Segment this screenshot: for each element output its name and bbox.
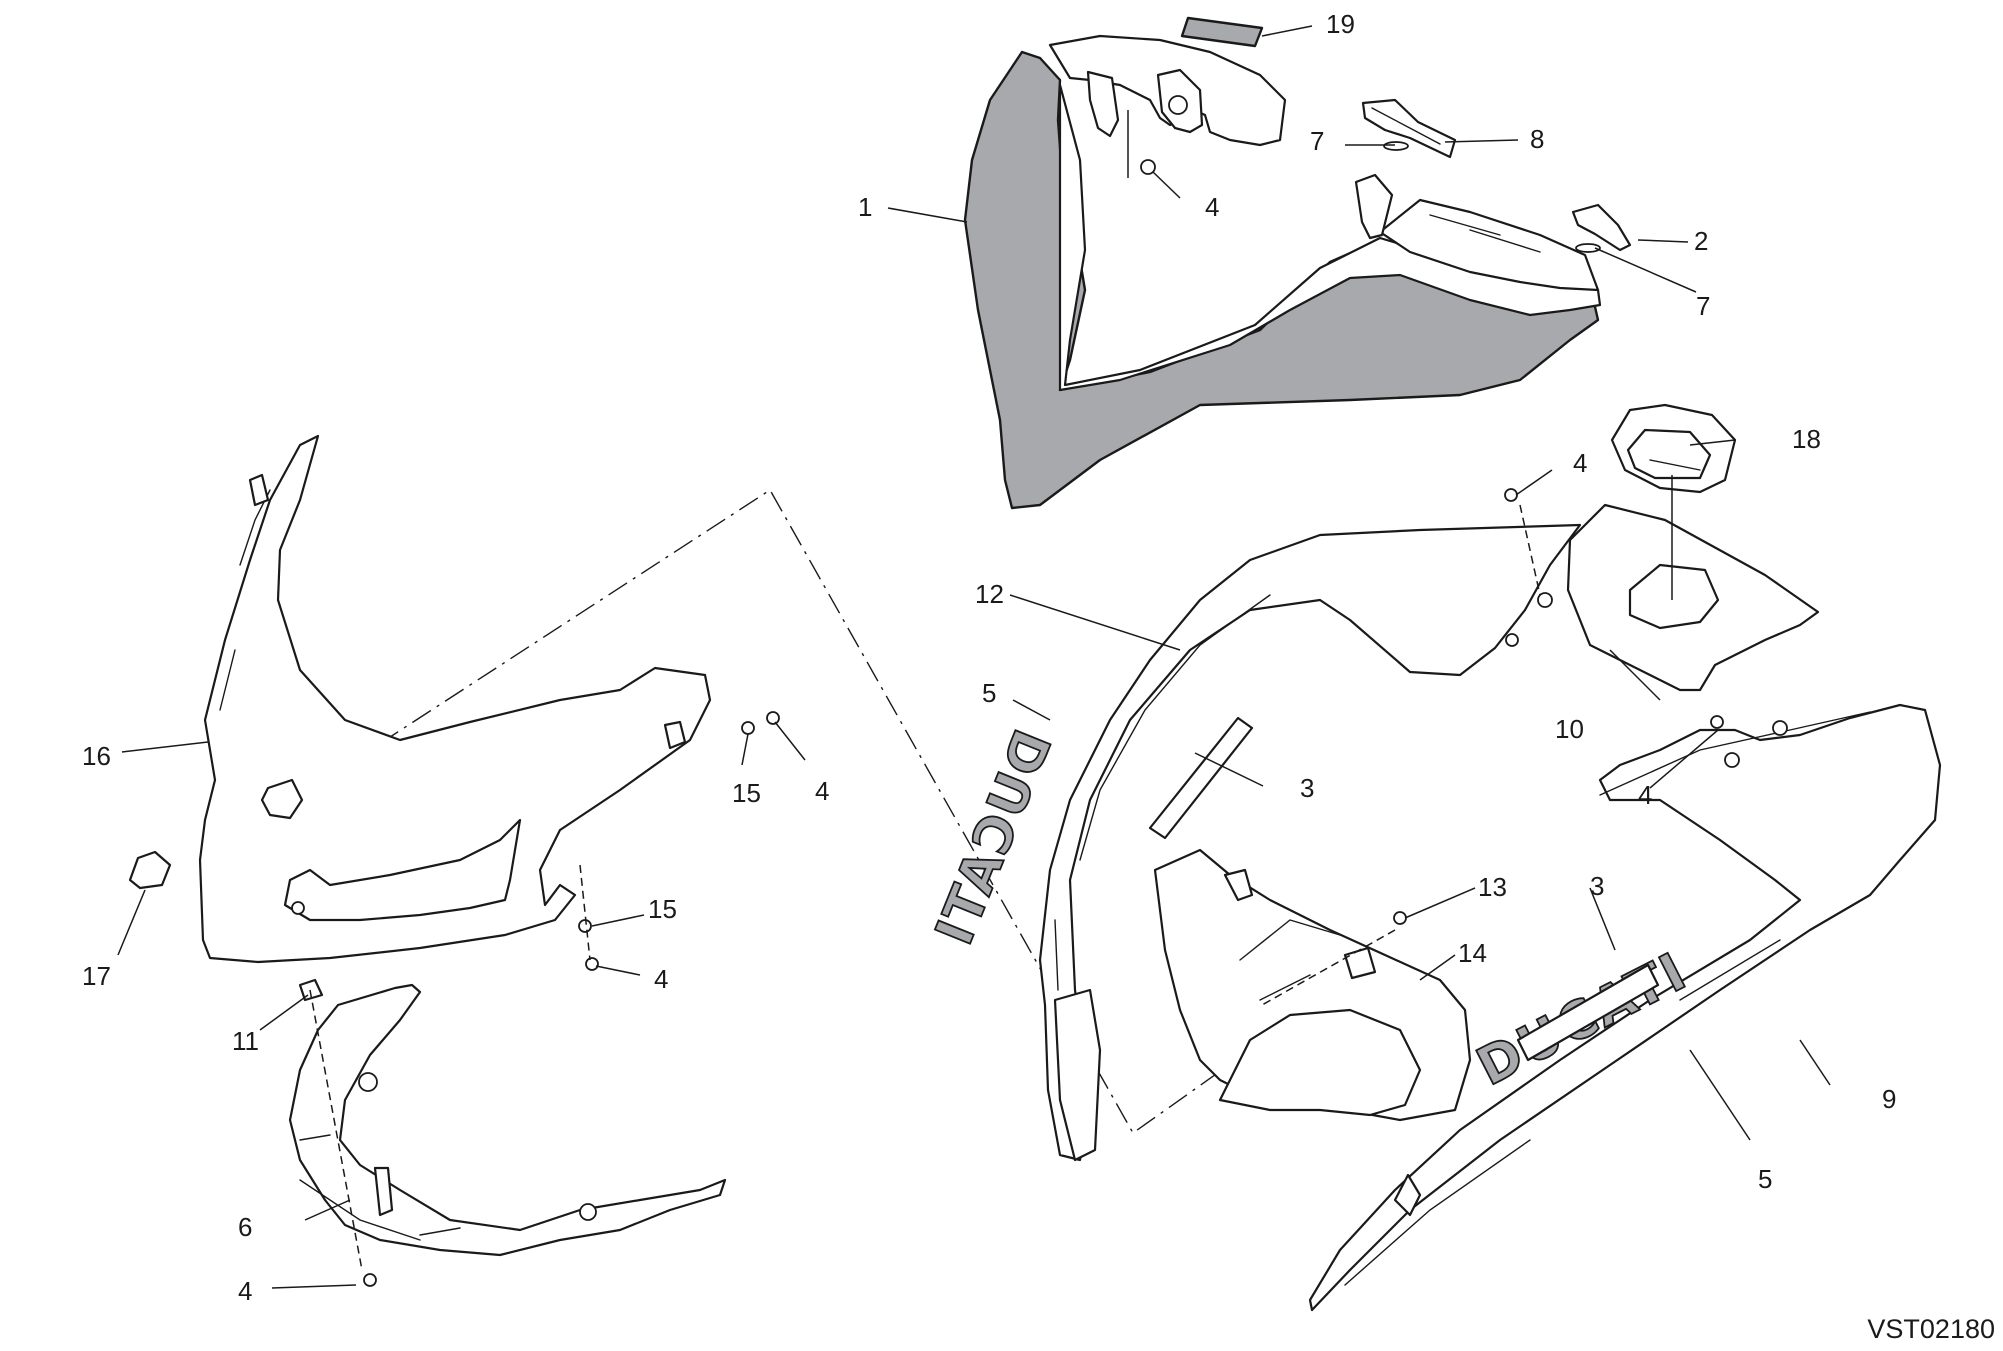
callout-2: 2: [1694, 226, 1708, 256]
screw-4-icon: [363, 1273, 377, 1287]
part-16-left-fairing: [198, 434, 712, 964]
callout-4: 4: [815, 776, 829, 806]
callout-4: 4: [238, 1276, 252, 1306]
assembly-dashdot-line: [346, 489, 1371, 1135]
washer-15-icon: [578, 919, 592, 933]
callout-labels: 1 2 3 3 4 4 4 4 4 4 5 5 6 7 7 8 9 10 11 …: [82, 9, 1896, 1306]
callout-8: 8: [1530, 124, 1544, 154]
callout-15: 15: [648, 894, 677, 924]
callout-9: 9: [1882, 1084, 1896, 1114]
part-7-pin: [1383, 141, 1409, 151]
part-11-clip: [298, 978, 324, 1002]
part-3-strip: [1516, 963, 1660, 1062]
screw-4-icon: [766, 711, 780, 725]
screw-4-icon: [1504, 488, 1518, 502]
callout-3: 3: [1300, 773, 1314, 803]
part-12-side-fairing: [1038, 523, 1582, 1162]
callout-4: 4: [1573, 448, 1587, 478]
part-18-vent-cap: [1610, 403, 1737, 494]
screw-4-icon: [1710, 715, 1724, 729]
callout-4: 4: [1638, 780, 1652, 810]
part-10-panel: [1566, 503, 1820, 692]
callout-1: 1: [858, 192, 872, 222]
callout-19: 19: [1326, 9, 1355, 39]
callout-5: 5: [1758, 1164, 1772, 1194]
drawing-code: VST02180: [1867, 1314, 1995, 1344]
screw-4-icon: [1140, 159, 1156, 175]
callout-5: 5: [982, 678, 996, 708]
part-14-inner-duct: [1153, 848, 1472, 1122]
callout-6: 6: [238, 1212, 252, 1242]
callout-17: 17: [82, 961, 111, 991]
callout-14: 14: [1458, 938, 1487, 968]
callout-4: 4: [654, 964, 668, 994]
callout-15: 15: [732, 778, 761, 808]
callout-7: 7: [1696, 291, 1710, 321]
part-2-clip: [1571, 203, 1632, 252]
leader-lines: [117, 25, 1831, 1289]
part-19-decal: [1180, 16, 1264, 48]
part-8-clip: [1361, 98, 1457, 159]
callout-13: 13: [1478, 872, 1507, 902]
callout-3: 3: [1590, 871, 1604, 901]
part-3-strip: [1148, 716, 1254, 840]
part-9-lower-side-panel: [1308, 703, 1942, 1312]
callout-12: 12: [975, 579, 1004, 609]
screw-4-icon: [585, 957, 599, 971]
callout-4: 4: [1205, 192, 1219, 222]
washer-15-icon: [741, 721, 755, 735]
callout-11: 11: [232, 1026, 259, 1056]
part-1-upper-fairing: [963, 34, 1602, 510]
callout-16: 16: [82, 741, 111, 771]
callout-10: 10: [1555, 714, 1584, 744]
part-6-chin-spoiler: [288, 983, 727, 1257]
callout-18: 18: [1792, 424, 1821, 454]
screw-13-icon: [1393, 911, 1407, 925]
part-7-pin: [1575, 243, 1601, 253]
callout-7: 7: [1310, 126, 1324, 156]
part-17-badge: [128, 850, 172, 890]
